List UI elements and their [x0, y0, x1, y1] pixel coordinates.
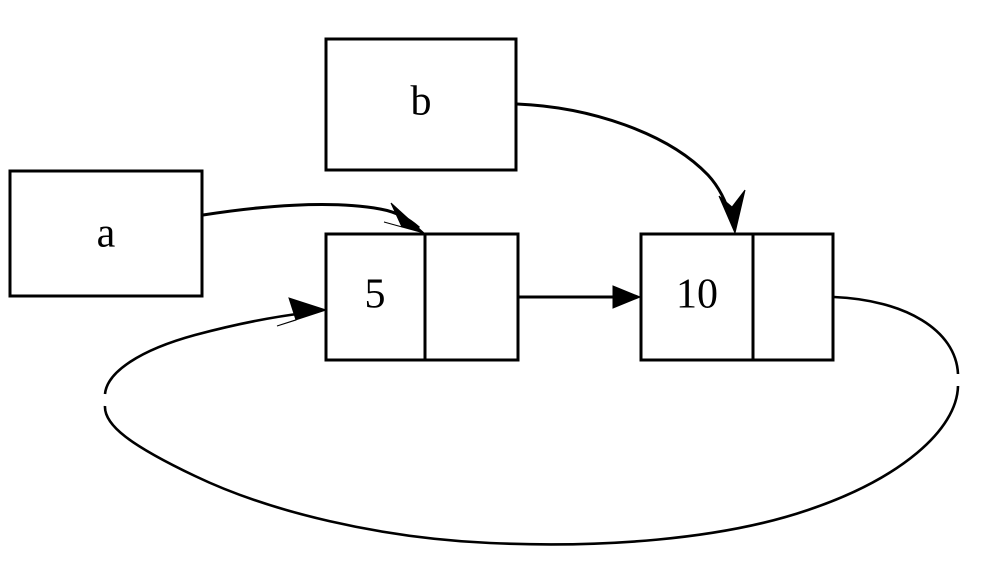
- node-10[interactable]: 10: [639, 232, 835, 362]
- edge-node10-to-node5-loop-upper-right: [833, 295, 960, 375]
- node-5[interactable]: 5: [324, 232, 520, 362]
- edge-a-to-node5-path: [202, 203, 420, 230]
- node-a[interactable]: a: [8, 169, 204, 298]
- node-5-box[interactable]: [324, 232, 520, 362]
- edge-b-to-node10-path: [516, 102, 733, 220]
- node-b-label: b: [411, 79, 432, 125]
- node-b[interactable]: b: [324, 37, 518, 172]
- node-5-value-label: 5: [365, 272, 386, 318]
- edge-b-to-node10-arrowhead: [718, 189, 746, 235]
- node-b-box[interactable]: [324, 37, 518, 172]
- node-a-label: a: [97, 211, 116, 257]
- node-10-value-label: 10: [676, 272, 718, 318]
- edge-node10-to-node5-loop-upper-left: [103, 311, 306, 395]
- edge-b-to-node10: [516, 102, 746, 235]
- edge-node10-to-node5-arrowhead: [276, 297, 328, 327]
- edge-node5-to-node10: [518, 285, 642, 309]
- node-10-box[interactable]: [639, 232, 835, 362]
- edge-node5-to-node10-arrowhead: [612, 285, 642, 309]
- node-a-box[interactable]: [8, 169, 204, 298]
- edge-node10-to-node5-loop: [103, 295, 960, 546]
- edge-a-to-node5-arrowhead: [383, 202, 425, 234]
- edge-node10-to-node5-loop-bottom: [103, 385, 960, 546]
- edge-a-to-node5: [202, 202, 425, 234]
